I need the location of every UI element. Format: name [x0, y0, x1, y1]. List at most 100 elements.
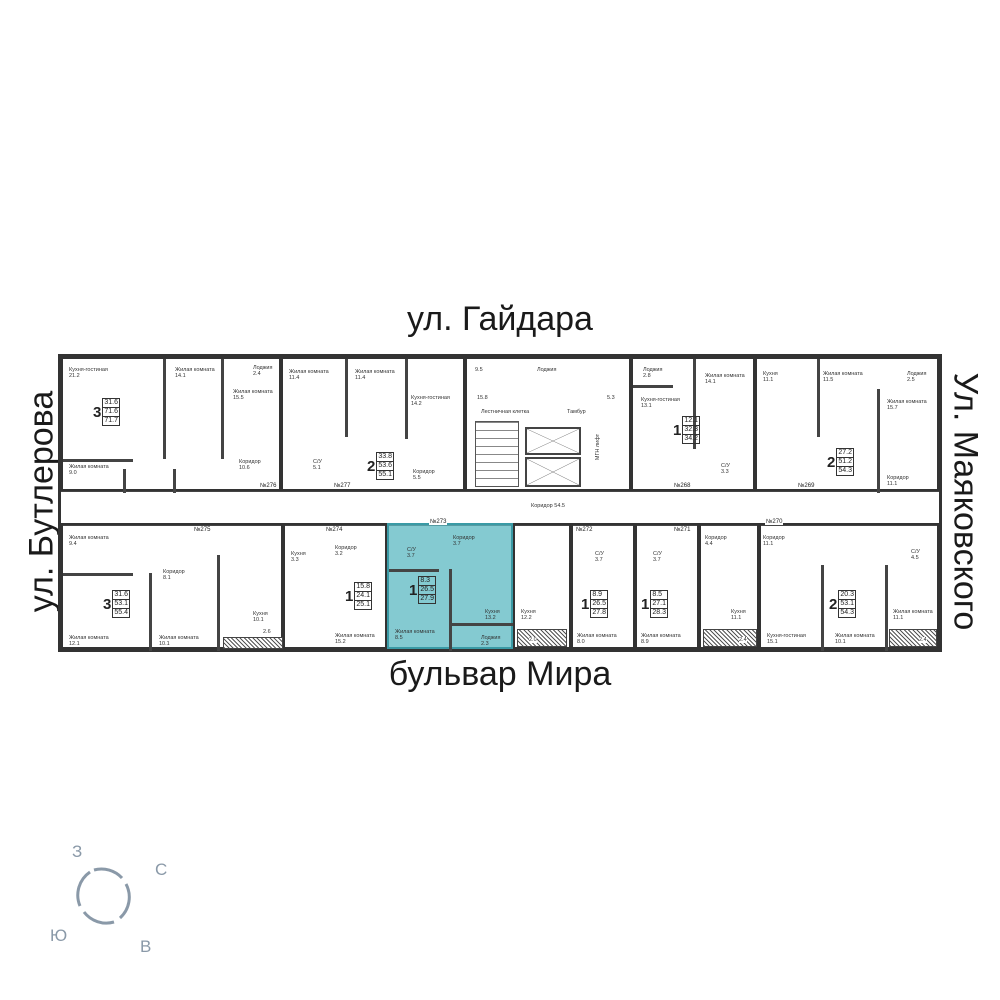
loggia [889, 629, 937, 647]
stair-lift-core: 9.5 Лоджия 5.3 15.8 Лестничная клетка Та… [465, 357, 631, 491]
apartment-number: №272 [575, 527, 594, 533]
corridor-label: Коридор 54.5 [531, 503, 565, 509]
vestibule-label: Тамбур [567, 409, 586, 415]
lift-note: МГН лифт [595, 433, 602, 461]
compass-north: С [155, 860, 168, 879]
apartment-number: №271 [673, 527, 692, 533]
loggia [703, 629, 757, 647]
wall [693, 359, 696, 449]
wall [633, 385, 673, 388]
wall [405, 359, 408, 439]
elevator [525, 457, 581, 487]
wall [217, 555, 220, 651]
apartment-number: №274 [325, 527, 344, 533]
apartment-number: №273 [429, 519, 448, 525]
wall [163, 359, 166, 459]
wall [821, 565, 824, 651]
room-label: 2.4 [739, 637, 747, 643]
compass-ring-icon [76, 867, 131, 925]
stairs-label: Лестничная клетка [481, 409, 530, 415]
street-label-right: Ул. Маяковского [946, 372, 985, 631]
wall [451, 623, 513, 626]
lobby-label: Лоджия [537, 367, 557, 373]
vestibule-area: 5.3 [607, 395, 615, 401]
apartment-number: №268 [673, 483, 692, 489]
compass-south: Ю [50, 926, 68, 945]
street-label-top: ул. Гайдара [407, 300, 593, 338]
wall [389, 569, 439, 572]
apartment-number: №276 [259, 483, 278, 489]
wall [877, 389, 880, 493]
wall [123, 469, 126, 493]
staircase [475, 421, 519, 487]
wall [63, 459, 133, 462]
loggia [517, 629, 567, 647]
compass-west: З [72, 842, 83, 861]
compass-east: В [140, 937, 152, 956]
room-label: 2.4 [919, 637, 927, 643]
room-label: 2.6 [263, 629, 271, 635]
apartment-number: №277 [333, 483, 352, 489]
street-label-bottom: бульвар Мира [388, 655, 612, 693]
wall [885, 565, 888, 651]
wall [221, 359, 224, 459]
